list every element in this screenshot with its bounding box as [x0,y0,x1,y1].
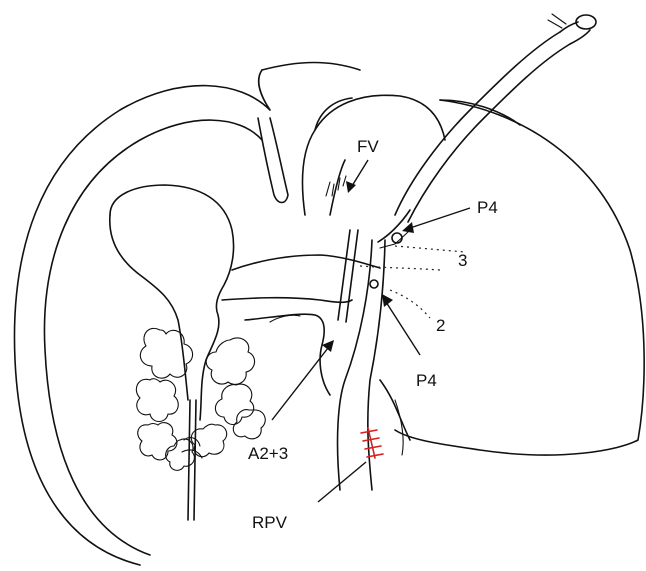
a23-arrowhead [322,340,334,352]
label-a23: A2+3 [248,444,288,463]
rpv-suture [361,428,383,458]
label-p4-bottom: P4 [416,371,437,390]
p4-bottom-pointer-line [386,302,420,355]
bile-duct-stent [182,400,202,520]
segment-lines [360,246,465,318]
label-fv: FV [357,137,379,156]
label-p4-top: P4 [477,198,498,217]
label-segment-3: 3 [458,251,467,270]
label-rpv: RPV [252,513,288,532]
fv-pointer-line [352,160,368,186]
p4-top-pointer-line [410,208,470,228]
a23-pointer-line [272,348,328,420]
diagram-labels: FV P4 3 2 P4 A2+3 RPV [248,137,498,532]
liver-outline [14,63,644,566]
venous-graft [395,14,596,222]
p4-top-arrowhead [402,222,414,233]
rpv-pointer-line [318,462,366,502]
label-segment-2: 2 [436,316,445,335]
